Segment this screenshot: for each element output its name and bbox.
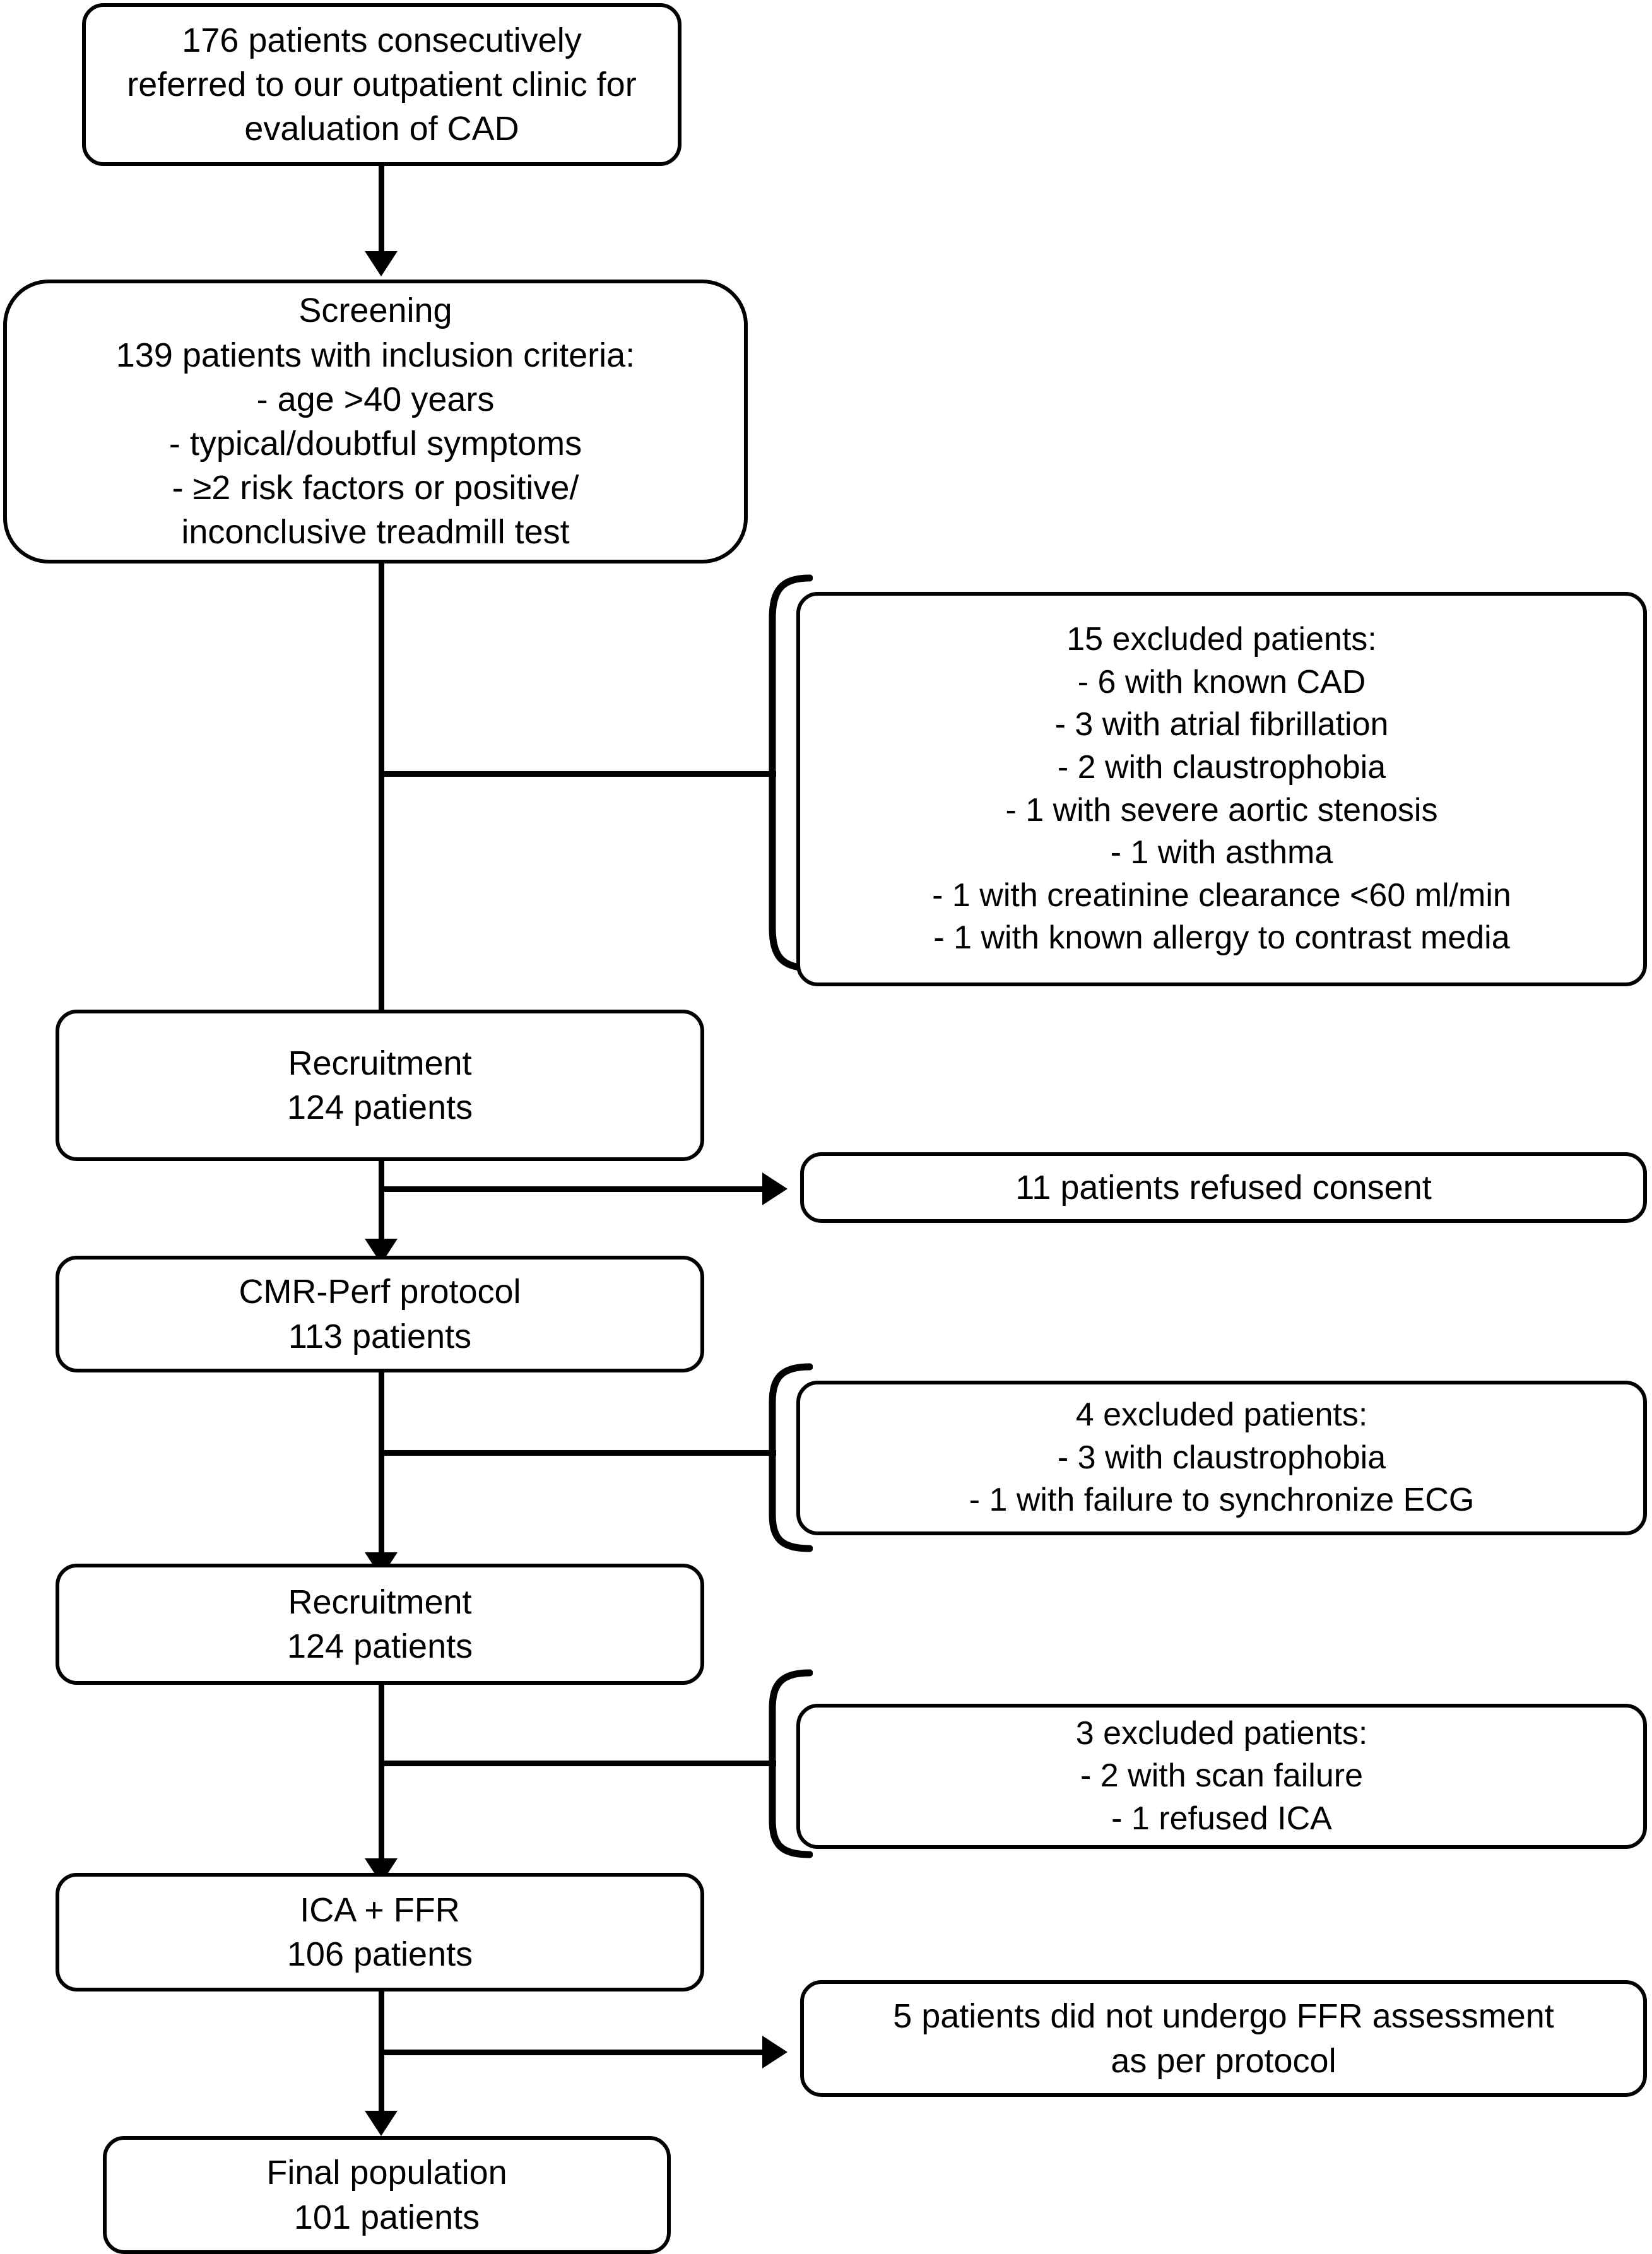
connector-cmrperf-to-recruitment2 (379, 1372, 384, 1555)
node-refused-consent-line-1: 11 patients refused consent (1015, 1168, 1432, 1207)
node-screening: Screening 139 patients with inclusion cr… (3, 280, 748, 564)
node-excluded-4: 4 excluded patients: - 3 with claustroph… (796, 1381, 1647, 1535)
node-recruitment-2-line-2: 124 patients (286, 1627, 473, 1665)
node-recruitment-1: Recruitment 124 patients (56, 1010, 704, 1161)
node-screening-line-2: 139 patients with inclusion criteria: (115, 336, 635, 374)
node-no-ffr: 5 patients did not undergo FFR assessmen… (800, 1980, 1647, 2097)
node-referral-line-2: referred to our outpatient clinic for (127, 65, 637, 103)
node-excluded-15-line-5: - 1 with severe aortic stenosis (1005, 791, 1438, 829)
connector-referral-to-screening (379, 166, 384, 252)
node-cmr-perf-line-1: CMR-Perf protocol (239, 1273, 521, 1311)
node-ica-ffr: ICA + FFR 106 patients (56, 1873, 704, 1991)
node-referral-line-3: evaluation of CAD (244, 110, 519, 148)
node-excluded-3-line-3: - 1 refused ICA (1111, 1800, 1332, 1837)
node-final-population: Final population 101 patients (103, 2136, 671, 2254)
brace-excluded4 (743, 1363, 813, 1552)
node-excluded-15-line-8: - 1 with known allergy to contrast media (933, 919, 1510, 957)
node-excluded-15: 15 excluded patients: - 6 with known CAD… (796, 592, 1647, 986)
node-ica-ffr-line-2: 106 patients (286, 1935, 473, 1973)
node-screening-line-6: inconclusive treadmill test (181, 513, 570, 552)
connector-recruitment1-to-refused (379, 1186, 764, 1192)
node-recruitment-1-line-2: 124 patients (286, 1089, 473, 1126)
connector-screening-to-recruitment1 (379, 564, 384, 1026)
node-ica-ffr-line-1: ICA + FFR (300, 1891, 460, 1929)
node-excluded-15-line-3: - 3 with atrial fibrillation (1054, 706, 1389, 743)
connector-icaffr-to-noffr (379, 2050, 764, 2055)
node-excluded-15-line-1: 15 excluded patients: (1066, 621, 1377, 658)
node-recruitment-1-line-1: Recruitment (288, 1044, 472, 1082)
node-final-population-line-2: 101 patients (293, 2198, 480, 2236)
node-cmr-perf: CMR-Perf protocol 113 patients (56, 1256, 704, 1372)
node-excluded-15-line-4: - 2 with claustrophobia (1057, 748, 1386, 786)
node-excluded-15-line-2: - 6 with known CAD (1077, 663, 1366, 700)
node-screening-line-4: - typical/doubtful symptoms (168, 425, 582, 463)
node-screening-line-1: Screening (298, 292, 452, 330)
connector-recruitment1-to-cmrperf (379, 1161, 384, 1242)
connector-cmrperf-to-excluded4 (379, 1450, 776, 1456)
arrowhead-referral-to-screening (365, 251, 398, 276)
node-excluded-3: 3 excluded patients: - 2 with scan failu… (796, 1704, 1647, 1849)
arrowhead-icaffr-to-final (365, 2111, 398, 2136)
node-excluded-4-line-3: - 1 with failure to synchronize ECG (969, 1482, 1475, 1519)
node-excluded-4-line-2: - 3 with claustrophobia (1057, 1439, 1386, 1476)
node-excluded-15-line-6: - 1 with asthma (1110, 834, 1333, 871)
connector-recruitment2-to-icaffr (379, 1685, 384, 1862)
node-screening-line-5: - ≥2 risk factors or positive/ (172, 469, 579, 507)
arrowhead-icaffr-to-noffr (762, 2036, 788, 2068)
node-refused-consent: 11 patients refused consent (800, 1152, 1647, 1223)
node-referral-line-1: 176 patients consecutively (182, 21, 582, 59)
node-recruitment-2: Recruitment 124 patients (56, 1564, 704, 1685)
node-no-ffr-line-2: as per protocol (1111, 2041, 1336, 2080)
node-final-population-line-1: Final population (266, 2154, 507, 2192)
node-screening-line-3: - age >40 years (256, 380, 495, 418)
node-no-ffr-line-1: 5 patients did not undergo FFR assessmen… (893, 1997, 1554, 2036)
node-excluded-15-line-7: - 1 with creatinine clearance <60 ml/min (932, 876, 1511, 914)
connector-recruitment2-to-excluded3 (379, 1761, 776, 1766)
connector-screening-to-excluded15 (379, 771, 776, 777)
node-excluded-4-line-1: 4 excluded patients: (1075, 1396, 1368, 1434)
node-excluded-3-line-1: 3 excluded patients: (1075, 1714, 1368, 1752)
node-cmr-perf-line-2: 113 patients (288, 1317, 472, 1355)
node-excluded-3-line-2: - 2 with scan failure (1080, 1757, 1363, 1795)
arrowhead-recruitment1-to-refused (762, 1172, 788, 1205)
node-referral: 176 patients consecutively referred to o… (82, 3, 681, 166)
node-recruitment-2-line-1: Recruitment (288, 1583, 472, 1621)
